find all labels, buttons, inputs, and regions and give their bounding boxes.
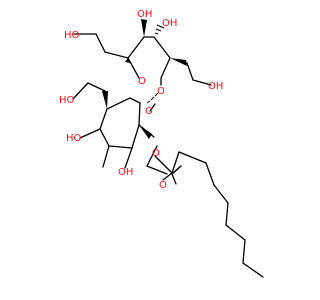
bond bbox=[225, 224, 246, 241]
atom-labels: HO OH OH O O OH O HO HO OH O O bbox=[59, 9, 223, 191]
bond bbox=[106, 97, 131, 110]
hashed-bond bbox=[146, 92, 159, 104]
glycosidic-oxygen: O bbox=[157, 86, 165, 97]
bond bbox=[205, 162, 215, 186]
bond bbox=[162, 172, 173, 181]
double-bond bbox=[171, 173, 177, 185]
bond bbox=[99, 108, 108, 130]
bond bbox=[99, 128, 110, 147]
hydroxyl-label: HO bbox=[64, 30, 80, 41]
pyranose-ring-oxygen: O bbox=[145, 106, 153, 117]
bond bbox=[160, 57, 171, 79]
hydroxyl-label: OH bbox=[162, 18, 177, 29]
molecule-structure-diagram: HO OH OH O O OH O HO HO OH O O bbox=[59, 9, 264, 278]
wedge-bond bbox=[170, 58, 187, 66]
bond bbox=[171, 151, 180, 174]
hydroxyl-label: HO bbox=[66, 133, 82, 144]
wedge-bond bbox=[125, 58, 131, 63]
wedge-bond bbox=[102, 91, 108, 109]
furanose-ring-oxygen: O bbox=[138, 76, 146, 87]
pyranose-ring bbox=[99, 97, 141, 149]
ester-oxygen: O bbox=[152, 148, 160, 159]
bond bbox=[124, 147, 133, 169]
carbonyl-oxygen: O bbox=[159, 180, 167, 191]
bond bbox=[138, 102, 141, 126]
wedge-bond bbox=[141, 19, 147, 37]
bond bbox=[192, 79, 212, 86]
bond bbox=[149, 103, 156, 112]
bond bbox=[127, 36, 145, 59]
bond bbox=[72, 82, 89, 100]
bond bbox=[102, 145, 110, 168]
hydroxyl-label: OH bbox=[137, 9, 152, 20]
bond bbox=[225, 202, 229, 226]
wedge-bond bbox=[139, 125, 152, 139]
bond bbox=[242, 239, 246, 264]
bond bbox=[87, 82, 106, 92]
bond bbox=[213, 184, 229, 204]
bond bbox=[131, 124, 140, 149]
hydroxyl-label: OH bbox=[208, 81, 223, 92]
bond bbox=[186, 62, 194, 81]
bond bbox=[171, 165, 182, 175]
bond bbox=[129, 97, 141, 104]
hashed-bond bbox=[154, 24, 165, 35]
bond bbox=[146, 165, 168, 175]
bond bbox=[154, 155, 173, 174]
bond bbox=[108, 145, 133, 149]
bond bbox=[242, 262, 264, 278]
bond bbox=[95, 33, 106, 53]
hydroxyl-label: HO bbox=[59, 95, 75, 106]
bond bbox=[178, 151, 207, 164]
hydroxyl-label: OH bbox=[118, 167, 133, 178]
bond bbox=[79, 128, 101, 139]
bond bbox=[146, 145, 158, 167]
bond bbox=[153, 36, 171, 59]
bond bbox=[104, 51, 129, 59]
furanose-ring bbox=[127, 36, 171, 79]
